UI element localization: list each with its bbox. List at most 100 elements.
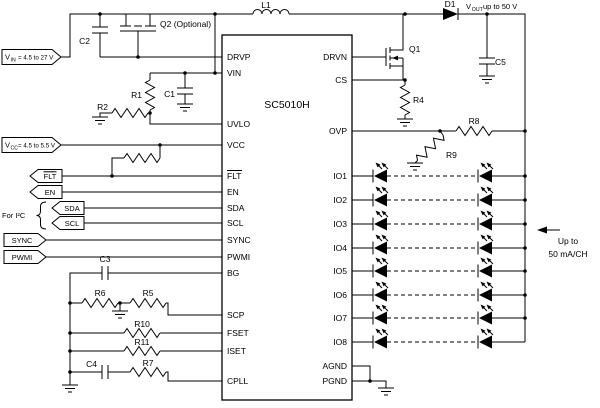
ic-outline xyxy=(221,34,353,401)
vcc-tag: V CC = 4.5 to 5.5 V xyxy=(1,137,62,153)
label-c4: C4 xyxy=(86,359,97,369)
pin-fset: FSET xyxy=(227,328,249,338)
scl-tag: SCL xyxy=(51,216,85,230)
label-r2: R2 xyxy=(97,102,108,112)
resistor-r10: R10 xyxy=(123,319,161,338)
pin-iset: ISET xyxy=(227,346,246,356)
current-capability-line2: 50 mA/CH xyxy=(548,249,587,259)
ic-right-pin-labels: DRVN CS OVP IO1 IO2 IO3 IO4 IO5 IO6 IO7 … xyxy=(322,52,347,386)
led-channel-io3 xyxy=(352,210,525,231)
sda-tag-label: SDA xyxy=(64,204,79,213)
pin-sync: SYNC xyxy=(227,235,251,245)
pin-io1: IO1 xyxy=(333,171,347,181)
pin-io2: IO2 xyxy=(333,195,347,205)
label-r1: R1 xyxy=(131,90,142,100)
pin-pgnd: PGND xyxy=(322,376,347,386)
pin-io3: IO3 xyxy=(333,219,347,229)
capacitor-c2: C2 xyxy=(79,26,109,46)
led-channel-io2 xyxy=(352,186,525,207)
resistor-r5: R5 xyxy=(129,288,167,308)
en-tag: EN xyxy=(29,185,63,199)
ic-name: SC5010H xyxy=(264,99,310,111)
vin-tag-value: = 4.5 to 27 V xyxy=(18,55,54,62)
vin-tag-subscript: IN xyxy=(11,58,16,64)
ic-sc5010h: SC5010H xyxy=(221,34,353,401)
capacitor-c3: C3 xyxy=(100,254,111,281)
pwmi-tag-label: PWMI xyxy=(12,253,32,262)
vout-subscript: OUT xyxy=(472,7,484,13)
pin-cpll: CPLL xyxy=(227,376,249,386)
label-r4: R4 xyxy=(413,95,424,105)
vout-value: up to 50 V xyxy=(483,2,517,11)
resistor-r8: R8 xyxy=(455,116,493,136)
pin-vin: VIN xyxy=(227,68,241,78)
current-capability-annotation: Up to 50 mA/CH xyxy=(537,226,588,259)
vcc-tag-subscript: CC xyxy=(11,146,19,152)
pin-scp: SCP xyxy=(227,310,245,320)
resistor-flt-pullup xyxy=(123,153,161,163)
pin-uvlo: UVLO xyxy=(227,119,251,129)
mosfet-q2: Q2 (Optional) xyxy=(120,14,211,57)
ic-left-pin-labels: DRVP VIN UVLO VCC FLT EN SDA SCL SYNC PW… xyxy=(227,52,251,386)
resistor-r1: R1 xyxy=(131,79,155,111)
pin-io8: IO8 xyxy=(333,337,347,347)
pin-vcc: VCC xyxy=(227,140,245,150)
pin-agnd: AGND xyxy=(322,361,347,371)
vcc-tag-value: = 4.5 to 5.5 V xyxy=(18,143,56,150)
pin-drvn: DRVN xyxy=(323,52,347,62)
resistor-r11: R11 xyxy=(123,337,161,356)
label-l1: L1 xyxy=(261,0,271,10)
current-capability-line1: Up to xyxy=(558,236,579,246)
flt-tag-label: FLT xyxy=(44,172,57,181)
capacitor-c4: C4 xyxy=(86,359,109,380)
i2c-note-label: For I²C xyxy=(2,211,26,220)
capacitor-c5: C5 xyxy=(478,57,506,67)
i2c-brace xyxy=(36,201,47,230)
label-c5: C5 xyxy=(495,57,506,67)
label-c1: C1 xyxy=(164,89,175,99)
label-r10: R10 xyxy=(134,319,150,329)
label-r11: R11 xyxy=(135,337,150,347)
label-d1: D1 xyxy=(445,0,456,9)
pin-cs: CS xyxy=(335,75,347,85)
pin-drvp: DRVP xyxy=(227,52,251,62)
label-r7: R7 xyxy=(143,358,154,368)
wires xyxy=(46,13,526,388)
capacitor-c1: C1 xyxy=(164,87,194,99)
vin-tag-symbol: V xyxy=(5,53,10,62)
sync-tag: SYNC xyxy=(3,233,47,247)
label-r6: R6 xyxy=(95,288,106,298)
pin-io4: IO4 xyxy=(333,243,347,253)
resistor-r6: R6 xyxy=(81,288,119,308)
pin-flt: FLT xyxy=(227,171,241,181)
led-channel-io5 xyxy=(352,257,525,278)
resistor-r2: R2 xyxy=(97,102,149,118)
inductor-l1: L1 xyxy=(252,0,290,15)
pin-en: EN xyxy=(227,187,239,197)
flt-tag: FLT xyxy=(29,169,63,183)
label-c2: C2 xyxy=(79,36,90,46)
resistor-r4: R4 xyxy=(400,84,424,116)
vin-tag: V IN = 4.5 to 27 V xyxy=(1,49,62,65)
pin-pwmi: PWMI xyxy=(227,252,250,262)
sda-tag: SDA xyxy=(51,201,85,215)
led-channel-io1 xyxy=(352,162,525,183)
vcc-tag-symbol: V xyxy=(5,141,10,150)
scl-tag-label: SCL xyxy=(65,219,80,228)
en-tag-label: EN xyxy=(45,188,55,197)
pin-scl: SCL xyxy=(227,218,244,228)
led-channel-io4 xyxy=(352,234,525,255)
i2c-note: For I²C xyxy=(2,201,47,230)
label-q2: Q2 (Optional) xyxy=(160,19,211,29)
label-r8: R8 xyxy=(469,116,480,126)
pin-sda: SDA xyxy=(227,203,245,213)
resistor-r9: R9 xyxy=(413,131,457,165)
pin-io6: IO6 xyxy=(333,290,347,300)
pin-io5: IO5 xyxy=(333,266,347,276)
led-channel-io8 xyxy=(352,328,525,349)
label-r9: R9 xyxy=(446,150,457,160)
diode-d1: D1 xyxy=(443,0,459,20)
led-channel-io7 xyxy=(352,304,525,325)
